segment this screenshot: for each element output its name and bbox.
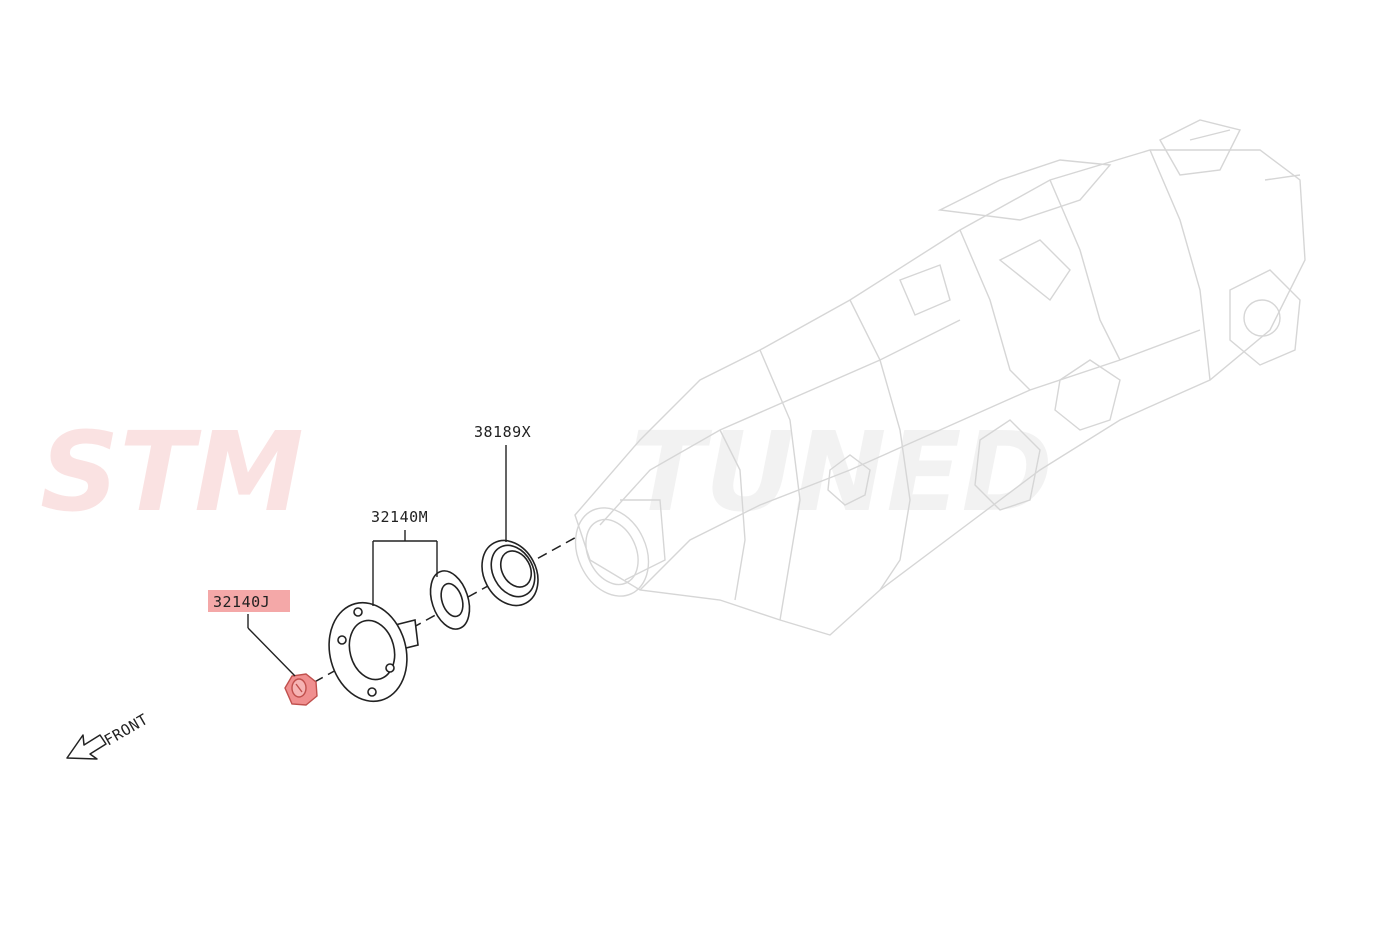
part-32140m-flange[interactable]: [318, 594, 419, 710]
watermark-tuned: TUNED: [630, 408, 1053, 536]
arrow-left-down-icon: [66, 734, 107, 760]
front-label: FRONT: [101, 710, 151, 749]
transmission-housing-ghost: [574, 119, 1306, 636]
front-direction-indicator: FRONT: [66, 710, 151, 760]
part-32140j-nut[interactable]: [284, 673, 318, 706]
part-32140m-washer[interactable]: [424, 566, 477, 634]
watermark-stm: STM: [40, 408, 304, 536]
callout-38189x[interactable]: 38189X: [474, 423, 531, 441]
callout-32140j[interactable]: 32140J: [213, 593, 270, 611]
watermark: STM TUNED: [40, 408, 1053, 536]
callout-32140j-highlight: [208, 590, 290, 612]
callout-32140m[interactable]: 32140M: [371, 508, 428, 526]
part-38189x-oil-seal[interactable]: [471, 531, 549, 615]
leader-lines: [247, 445, 507, 677]
